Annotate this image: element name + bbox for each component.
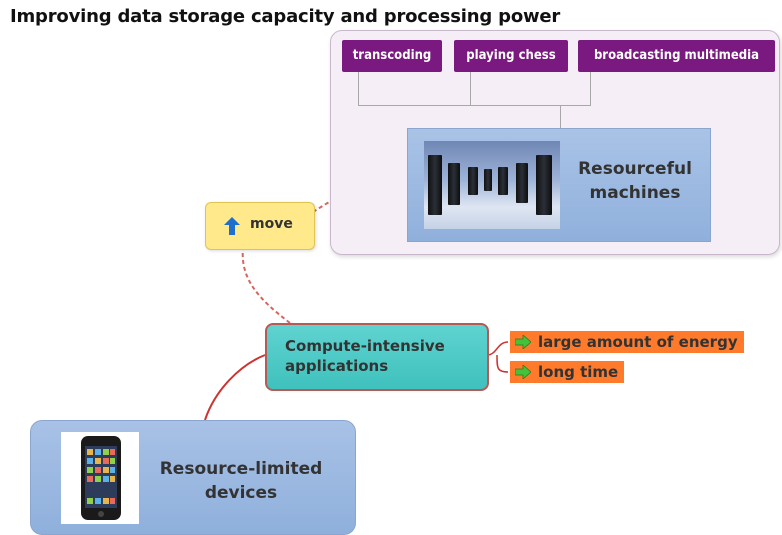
- move-node: move: [205, 202, 315, 250]
- effect-large-energy: large amount of energy: [510, 331, 744, 353]
- workload-tag-playing-chess: playing chess: [454, 40, 568, 72]
- compute-intensive-apps-label: Compute-intensive applications: [285, 337, 445, 375]
- tag-tree-line: [560, 105, 561, 129]
- up-arrow-icon: [224, 217, 240, 235]
- tag-tree-line: [590, 72, 591, 106]
- green-right-arrow-icon: [515, 365, 531, 379]
- effect-long-time: long time: [510, 361, 625, 383]
- resourceful-machines-label: Resourceful machines: [578, 159, 692, 203]
- resourceful-machines-node: Resourceful machines: [407, 128, 711, 242]
- tag-tree-line: [358, 72, 359, 106]
- tag-tree-line: [358, 105, 591, 106]
- effect-label: long time: [538, 363, 619, 381]
- workload-tag-transcoding: transcoding: [342, 40, 442, 72]
- compute-intensive-apps-node: Compute-intensive applications: [265, 323, 489, 391]
- workload-tag-broadcasting-multimedia: broadcasting multimedia: [578, 40, 775, 72]
- resource-limited-devices-node: Resource-limited devices: [30, 420, 356, 535]
- tag-tree-line: [470, 72, 471, 106]
- devices-to-apps-connector: [204, 354, 266, 421]
- server-rack-icon: [424, 141, 560, 229]
- page-title: Improving data storage capacity and proc…: [10, 6, 561, 27]
- resource-limited-devices-label: Resource-limited devices: [159, 459, 323, 503]
- green-right-arrow-icon: [515, 335, 531, 349]
- smartphone-icon: [81, 436, 121, 520]
- effects-brace: [486, 341, 509, 373]
- apps-to-move-connector: [241, 247, 291, 324]
- move-label: move: [250, 216, 293, 232]
- effect-label: large amount of energy: [538, 333, 738, 351]
